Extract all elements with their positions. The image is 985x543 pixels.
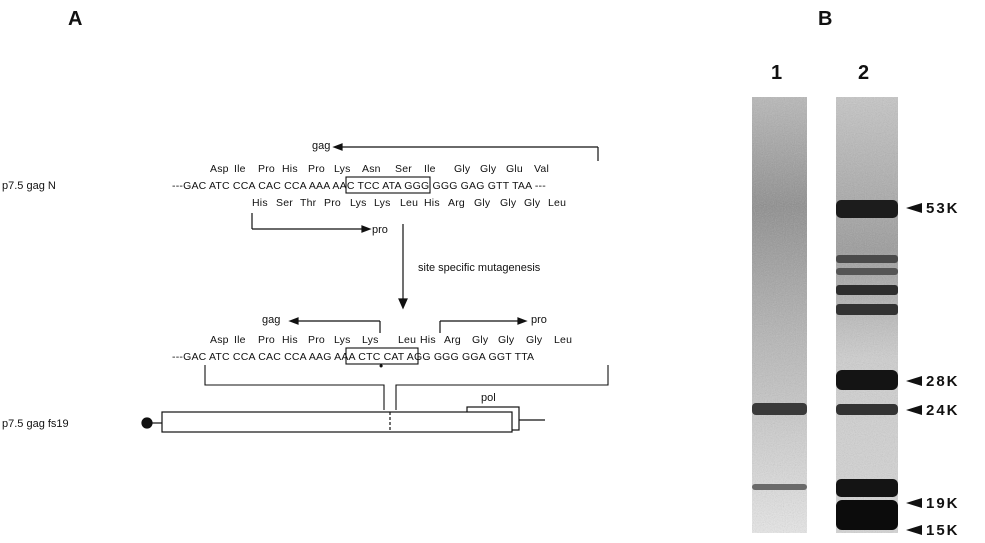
marker-arrows — [906, 203, 922, 535]
arrow-15k — [906, 525, 922, 535]
arrow-19k — [906, 498, 922, 508]
arrow-28k — [906, 376, 922, 386]
band-lane2-15k — [836, 500, 898, 530]
gag-pro-box — [162, 412, 512, 432]
arrow-53k — [906, 203, 922, 213]
mutated-codon-box-2 — [346, 348, 418, 364]
gel-lane-2 — [836, 97, 898, 533]
mutagenesis-arrow — [399, 224, 407, 308]
band-lane2-28k — [836, 370, 898, 390]
band-lane2-53k — [836, 200, 898, 218]
pro-reading-frame-arrow-2 — [440, 318, 526, 333]
pro-reading-frame-arrow-1 — [252, 213, 370, 232]
band-lane2-24k — [836, 404, 898, 415]
map-bracket — [205, 365, 608, 410]
gag-reading-frame-arrow-1 — [334, 144, 598, 161]
band-lane1-24k — [752, 403, 807, 415]
gel-lane-1 — [752, 97, 807, 533]
gag-reading-frame-arrow-2 — [290, 318, 380, 333]
band-lane2-19k — [836, 479, 898, 497]
gene-map — [142, 407, 545, 432]
mutated-codon-box-1 — [346, 177, 430, 193]
arrow-24k — [906, 405, 922, 415]
band-lane1-19k — [752, 484, 807, 490]
